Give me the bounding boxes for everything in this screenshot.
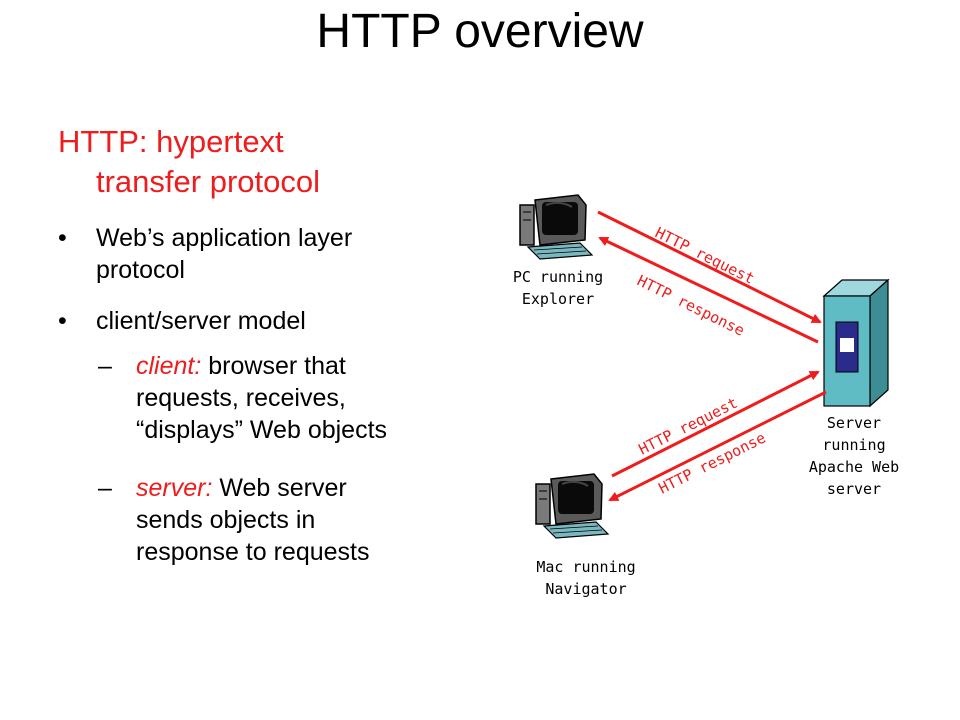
pc-request-label: HTTP request (652, 223, 757, 287)
sub-bullet-line: response to requests (136, 538, 370, 566)
bullet-client-server: • client/server model (58, 305, 458, 337)
dash-marker: – (98, 352, 112, 380)
sub-bullet-line: Web server (212, 474, 347, 502)
sub-bullet-line: browser that (201, 352, 346, 380)
sub-bullet-line: sends objects in (136, 506, 316, 534)
mac-response-arrow (608, 390, 827, 502)
bullet-line: client/server model (96, 307, 306, 335)
pc-label: PC running Explorer (512, 268, 604, 308)
server-icon (822, 278, 890, 408)
pc-request-arrow (597, 210, 822, 324)
heading-line-1: HTTP: hypertext (58, 124, 284, 159)
sub-bullet-line: “displays” Web objects (136, 416, 388, 444)
slide-title: HTTP overview (316, 5, 644, 58)
server-label: Server running Apache Web server (808, 414, 900, 498)
heading: HTTP: hypertext transfer protocol (58, 122, 438, 202)
mac-request-arrow (611, 370, 820, 478)
sub-bullet-server: – server: Web server sends objects in re… (98, 472, 478, 568)
pc-computer-icon (519, 194, 594, 260)
term-client: client: (136, 352, 202, 380)
mac-label: Mac running Navigator (536, 558, 636, 598)
mac-computer-icon (535, 473, 610, 539)
heading-line-2: transfer protocol (96, 164, 320, 199)
dash-marker: – (98, 474, 112, 502)
bullet-marker: • (58, 224, 67, 252)
bullet-application-layer: • Web’s application layer protocol (58, 222, 458, 286)
bullet-line: protocol (96, 256, 185, 284)
term-server: server: (136, 474, 213, 502)
pc-response-arrow (598, 236, 819, 344)
bullet-line: Web’s application layer (96, 224, 353, 252)
sub-bullet-client: – client: browser that requests, receive… (98, 350, 478, 446)
bullet-marker: • (58, 307, 67, 335)
sub-bullet-line: requests, receives, (136, 384, 346, 412)
